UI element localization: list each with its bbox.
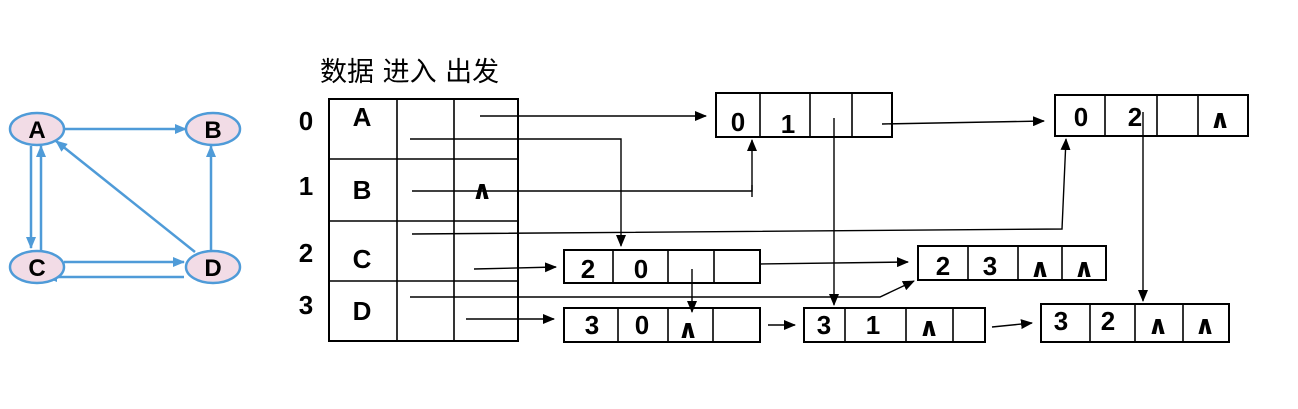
arc-node-3-0: 3 0 ∧: [563, 307, 761, 344]
pointer-b-in: [412, 139, 757, 192]
arc-2-3-head: 3: [983, 251, 997, 281]
arc-node-0-2: 0 2 ∧: [1054, 94, 1249, 137]
pointer-c-out: [473, 262, 557, 273]
pointer-arc31-tlink: [991, 319, 1033, 330]
vertex-index-1: 1: [299, 171, 313, 201]
arc-3-2-tail: 3: [1054, 306, 1068, 336]
arc-2-3-tail: 2: [936, 251, 950, 281]
pointer-arrows: [410, 111, 1148, 330]
arc-3-1-hlink-null: ∧: [918, 312, 939, 342]
graph-edge-d-a: [55, 140, 196, 253]
graph-nodes: A B C D: [8, 111, 242, 285]
graph-node-d-label: D: [204, 255, 221, 282]
vertex-index-2: 2: [299, 238, 313, 268]
graph-node-b: B: [184, 111, 242, 147]
pointer-d-in: [410, 280, 915, 298]
arc-0-2-head: 2: [1128, 102, 1142, 132]
vertex-row-1-out-null: ∧: [471, 175, 492, 205]
graph-node-c-label: C: [28, 255, 45, 282]
vertex-row-2-data: C: [353, 244, 372, 274]
pointer-arc01-tlink: [881, 116, 1045, 127]
vertex-index-labels: 0 1 2 3: [299, 106, 313, 320]
arc-3-2-tlink-null: ∧: [1194, 310, 1215, 340]
graph-node-a: A: [8, 111, 66, 147]
arc-3-2-hlink-null: ∧: [1147, 310, 1168, 340]
arc-node-0-1: 0 1: [715, 92, 893, 139]
vertex-row-3-data: D: [353, 296, 372, 326]
vertex-row-0-data: A: [353, 102, 372, 132]
arc-2-3-tlink-null: ∧: [1073, 253, 1094, 283]
column-header-labels: 数据 进入 出发: [320, 57, 500, 88]
pointer-c-in: [411, 138, 1071, 235]
graph-node-a-label: A: [28, 117, 45, 144]
arc-2-0-tail: 2: [581, 254, 595, 284]
graph-node-d: D: [184, 249, 242, 285]
arc-node-2-3: 2 3 ∧ ∧: [917, 245, 1107, 283]
arc-0-1-head: 1: [781, 109, 795, 139]
arc-2-0-head: 0: [634, 254, 648, 284]
directed-graph: [26, 124, 216, 282]
arc-3-0-hlink-null: ∧: [677, 314, 698, 344]
arc-node-2-0: 2 0: [563, 249, 761, 284]
arc-3-2-head: 2: [1101, 306, 1115, 336]
vertex-table: A B C D ∧: [328, 98, 519, 342]
arc-0-2-tlink-null: ∧: [1209, 104, 1230, 134]
arc-0-2-tail: 0: [1074, 102, 1088, 132]
arc-node-3-2: 3 2 ∧ ∧: [1040, 303, 1230, 343]
vertex-row-1-data: B: [353, 175, 372, 205]
vertex-index-3: 3: [299, 290, 313, 320]
arc-3-0-tail: 3: [585, 310, 599, 340]
arc-node-3-1: 3 1 ∧: [803, 307, 986, 343]
graph-node-c: C: [8, 249, 66, 285]
vertex-index-0: 0: [299, 106, 313, 136]
arc-3-1-head: 1: [866, 310, 880, 340]
arc-3-1-tail: 3: [817, 310, 831, 340]
graph-node-b-label: B: [204, 117, 221, 144]
arc-2-3-hlink-null: ∧: [1029, 253, 1050, 283]
pointer-a-in: [410, 138, 626, 247]
arc-3-0-head: 0: [635, 310, 649, 340]
pointer-arc20-tlink: [759, 257, 909, 268]
arc-0-1-tail: 0: [731, 107, 745, 137]
